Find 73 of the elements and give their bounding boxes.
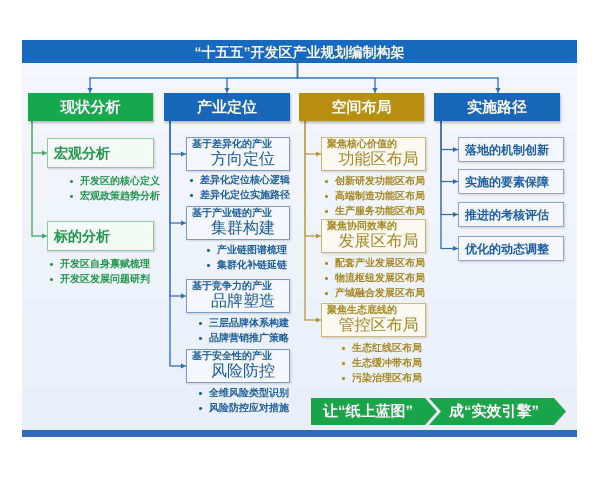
bullet-text: 开发区的核心定义: [80, 176, 160, 186]
bullet-text: 风险防控应对措施: [209, 404, 289, 414]
title-text: “十五五”开发区产业规划编制构架: [194, 44, 404, 58]
item-title: 集群构建: [210, 220, 275, 238]
bullet-text: 生产服务功能区布局: [335, 206, 425, 216]
connector-arrow: [31, 121, 47, 238]
outlined-box: [458, 169, 564, 194]
bullet-text: 产业链图谱梳理: [217, 246, 287, 256]
bullet-text: 开发区发展问题研判: [60, 274, 150, 284]
outlined-box: [458, 236, 564, 261]
title-bar: [22, 40, 577, 63]
outlined-box: [186, 137, 290, 171]
header-text: 产业定位: [197, 100, 257, 114]
item-title: 推进的考核评估: [465, 208, 549, 220]
bullet-text: 物流枢纽发展区布局: [335, 274, 425, 284]
connector-arrow: [296, 63, 500, 93]
section-header: [299, 93, 424, 121]
connector-arrow: [169, 121, 186, 368]
bullet-text: 宏观政策趋势分析: [80, 192, 160, 202]
item-subtitle: 基于产业链的产业: [191, 207, 272, 220]
bullet-text: 差异化定位实施路径: [200, 190, 290, 200]
item-subtitle: 聚焦协同效率的: [326, 220, 397, 233]
header-text: 空间布局: [332, 100, 392, 114]
bullet-text: 品牌营销推广策略: [209, 334, 289, 344]
outlined-box: [321, 303, 426, 337]
item-title: 落地的机制创新: [465, 144, 549, 156]
item-title: 标的分析: [54, 229, 110, 243]
item-subtitle: 基于安全性的产业: [191, 350, 272, 362]
section-header: [164, 93, 290, 121]
header-text: 现状分析: [60, 100, 120, 114]
outlined-box: [47, 221, 154, 251]
item-title: 方向定位: [210, 151, 275, 169]
connector-arrow: [440, 121, 458, 251]
banner-text: 让“纸上蓝图”: [322, 404, 413, 419]
outlined-box: [458, 137, 564, 162]
bullet-text: 生态红线区布局: [352, 344, 422, 354]
section-header: [434, 93, 560, 121]
bullet-text: 开发区自身禀赋梳理: [60, 260, 150, 270]
bullet-text: 全维风险类型识别: [209, 388, 289, 398]
item-title: 宏观分析: [54, 146, 110, 160]
outlined-box: [186, 349, 290, 383]
item-title: 管控区布局: [338, 317, 418, 335]
bullet-text: 产城融合发展区布局: [335, 288, 425, 298]
bullet-text: 三层品牌体系构建: [209, 318, 289, 328]
bullet-text: 差异化定位核心逻辑: [200, 176, 290, 186]
bullet-text: 高端制造功能区布局: [335, 192, 425, 202]
outlined-box: [186, 279, 290, 313]
outlined-box: [321, 219, 426, 253]
bullet-text: 创新研发功能区布局: [335, 176, 425, 186]
bullet-text: 生态缓冲带布局: [352, 358, 422, 368]
outlined-box: [458, 202, 564, 227]
outlined-box: [47, 138, 154, 168]
chevron-banner: [429, 398, 566, 425]
outlined-box: [186, 206, 290, 240]
bullet-text: 污染治理区布局: [352, 374, 422, 384]
item-title: 发展区布局: [338, 233, 418, 251]
header-text: 实施路径: [467, 100, 527, 114]
bullet-text: 配套产业发展区布局: [335, 258, 425, 268]
item-title: 功能区布局: [338, 151, 418, 169]
item-title: 优化的动态调整: [465, 242, 549, 254]
item-subtitle: 聚焦核心价值的: [326, 138, 397, 150]
connector-arrow: [304, 121, 321, 322]
item-subtitle: 聚焦生态底线的: [326, 304, 397, 317]
banner-text: 成“实效引擎”: [448, 404, 539, 419]
item-title: 品牌塑造: [210, 293, 275, 311]
chevron-banner: [311, 398, 437, 425]
item-title: 实施的要素保障: [465, 176, 549, 188]
section-header: [28, 93, 153, 121]
outlined-box: [321, 137, 426, 171]
item-subtitle: 基于差异化的产业: [191, 138, 272, 150]
bullet-text: 集群化补链延链: [217, 260, 287, 270]
item-title: 风险防控: [210, 363, 275, 381]
item-subtitle: 基于竞争力的产业: [191, 280, 272, 292]
